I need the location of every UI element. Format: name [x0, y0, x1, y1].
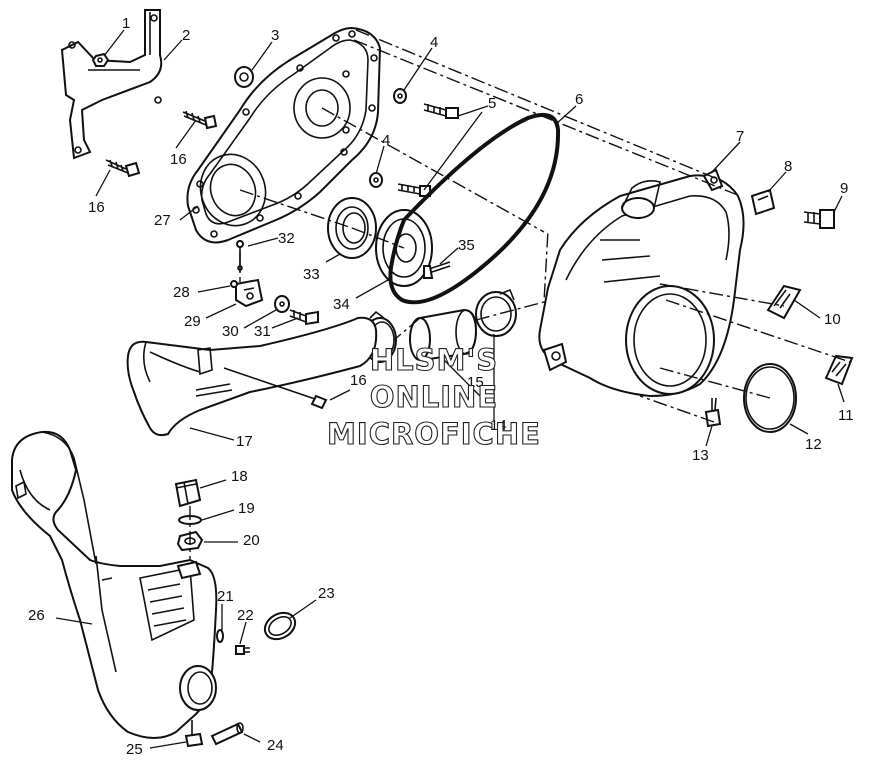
part-washer-21 — [216, 629, 224, 643]
part-clamp-23 — [263, 611, 297, 641]
part-decal-10 — [766, 284, 802, 320]
callout-31: 31 — [254, 323, 271, 340]
watermark-line-3: MICROFICHE — [327, 417, 541, 451]
part-washer-3 — [234, 66, 254, 88]
callout-32: 32 — [278, 230, 295, 247]
part-drive-belt — [388, 113, 561, 305]
part-intake-duct — [126, 316, 378, 437]
callout-23: 23 — [318, 585, 335, 602]
callout-16c: 16 — [350, 372, 367, 389]
part-bolt-16c — [223, 367, 328, 410]
part-bracket-29 — [235, 278, 264, 308]
part-bracket — [60, 9, 163, 160]
part-cap-18 — [174, 478, 202, 508]
callout-22: 22 — [237, 607, 254, 624]
callout-25: 25 — [126, 741, 143, 758]
callout-10: 10 — [824, 311, 841, 328]
part-clamp-14b — [475, 288, 517, 337]
callout-16b: 16 — [88, 199, 105, 216]
part-screw-13 — [704, 397, 722, 428]
callout-15: 15 — [467, 374, 484, 391]
part-intake-tube-15 — [409, 308, 478, 362]
part-clip-8 — [750, 188, 776, 216]
callout-16a: 16 — [170, 151, 187, 168]
part-inner-case-plate — [186, 26, 382, 244]
part-bolt-5a — [423, 103, 459, 119]
part-washer-4b — [369, 172, 383, 188]
callout-26: 26 — [28, 607, 45, 624]
callout-4b: 4 — [382, 132, 390, 149]
part-washer-30 — [274, 295, 290, 313]
part-bolt-16a — [182, 110, 218, 130]
part-decal-11 — [824, 354, 854, 386]
callout-34: 34 — [333, 296, 350, 313]
callout-5: 5 — [488, 95, 496, 112]
watermark: HLSM'S ONLINE MICROFICHE — [327, 342, 541, 451]
callout-2: 2 — [182, 27, 190, 44]
alignment-lines — [189, 29, 851, 560]
callout-9: 9 — [840, 180, 848, 197]
callout-14: 14 — [490, 417, 507, 434]
part-washer-4a — [393, 88, 407, 104]
part-disc-12 — [743, 363, 797, 433]
part-bolt-31 — [289, 309, 319, 326]
part-bolt-9 — [803, 209, 835, 229]
callout-4a: 4 — [430, 34, 438, 51]
watermark-line-2: ONLINE — [370, 380, 498, 414]
callout-33: 33 — [303, 266, 320, 283]
callout-21: 21 — [217, 588, 234, 605]
callout-6: 6 — [575, 91, 583, 108]
leader-lines — [55, 29, 845, 749]
callout-18: 18 — [231, 468, 248, 485]
callout-35: 35 — [458, 237, 475, 254]
part-hose-24 — [210, 722, 244, 746]
watermark-line-1: HLSM'S — [370, 343, 498, 377]
part-screw-22 — [235, 645, 250, 655]
callout-19: 19 — [238, 500, 255, 517]
part-bolt-35 — [423, 261, 451, 279]
part-bolt-5b — [397, 183, 431, 197]
callout-1: 1 — [122, 15, 130, 32]
callout-20: 20 — [243, 532, 260, 549]
callout-24: 24 — [267, 737, 284, 754]
callout-29: 29 — [184, 313, 201, 330]
callout-28: 28 — [173, 284, 190, 301]
callout-30: 30 — [222, 323, 239, 340]
part-airbox — [11, 430, 218, 739]
part-fitting-25 — [184, 720, 204, 748]
callout-27: 27 — [154, 212, 171, 229]
callout-11: 11 — [838, 407, 854, 424]
callout-7: 7 — [736, 128, 744, 145]
callout-3: 3 — [271, 27, 279, 44]
part-nut-1 — [91, 52, 110, 67]
part-outer-cover — [538, 168, 745, 398]
callout-12: 12 — [805, 436, 822, 453]
callout-13: 13 — [692, 447, 709, 464]
part-bolt-16b — [105, 159, 141, 178]
callout-labels: 1 2 3 4 4 5 6 7 8 9 10 11 12 13 14 15 16… — [28, 15, 854, 758]
callout-17: 17 — [236, 433, 253, 450]
callout-8: 8 — [784, 158, 792, 175]
part-screw-28 — [230, 280, 238, 288]
